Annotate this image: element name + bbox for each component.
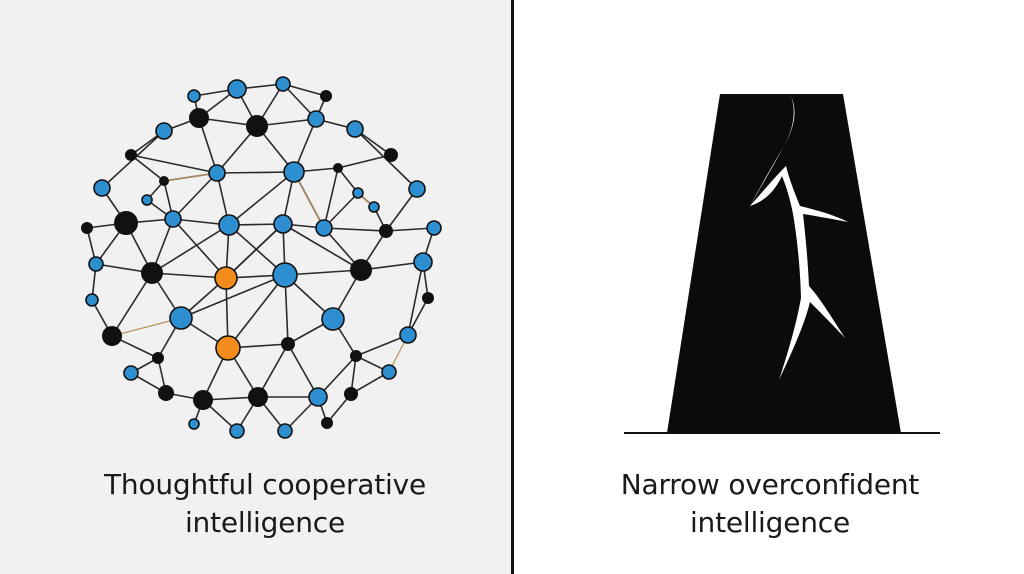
- cooperative-network-diagram: [81, 76, 442, 439]
- network-node: [315, 219, 333, 237]
- network-node: [158, 385, 174, 401]
- network-edge: [355, 334, 409, 357]
- network-node: [159, 176, 169, 186]
- network-node-highlight: [214, 266, 238, 290]
- overconfident-caption: Narrow overconfident intelligence: [560, 466, 980, 542]
- network-node: [352, 187, 364, 199]
- monolith-shape: [667, 94, 901, 433]
- network-node: [426, 220, 442, 236]
- network-node: [408, 180, 426, 198]
- overconfident-caption-line2: intelligence: [689, 506, 851, 539]
- network-edge: [130, 154, 165, 182]
- monolith-crack: [750, 96, 848, 380]
- network-edge-accent: [163, 172, 218, 182]
- network-node: [208, 164, 226, 182]
- network-node: [307, 110, 325, 128]
- network-nodes: [81, 76, 442, 439]
- network-node: [350, 350, 362, 362]
- network-node: [321, 307, 345, 331]
- network-node: [344, 387, 358, 401]
- network-node: [155, 122, 173, 140]
- network-node: [193, 390, 213, 410]
- network-node: [350, 259, 372, 281]
- network-node: [273, 214, 293, 234]
- network-node: [381, 364, 397, 380]
- network-node: [141, 194, 153, 206]
- network-node: [125, 149, 137, 161]
- overconfident-panel: Narrow overconfident intelligence: [514, 0, 1024, 574]
- network-node: [283, 161, 305, 183]
- network-node: [102, 326, 122, 346]
- network-edge: [337, 154, 392, 169]
- network-edge: [172, 218, 227, 279]
- cooperative-caption-line1: Thoughtful cooperative: [104, 468, 426, 501]
- network-node: [368, 201, 380, 213]
- network-edge: [216, 171, 295, 174]
- network-node: [85, 293, 99, 307]
- network-edge: [407, 261, 424, 336]
- network-node: [88, 256, 104, 272]
- network-edge-accent: [111, 317, 182, 337]
- network-node: [379, 224, 393, 238]
- network-node: [152, 352, 164, 364]
- network-node: [281, 337, 295, 351]
- network-node: [272, 262, 298, 288]
- network-node: [346, 120, 364, 138]
- network-node: [413, 252, 433, 272]
- network-node: [114, 211, 138, 235]
- network-node: [248, 387, 268, 407]
- network-node: [246, 115, 268, 137]
- network-edge: [287, 343, 319, 398]
- network-node: [275, 76, 291, 92]
- network-node: [308, 387, 328, 407]
- overconfident-caption-line1: Narrow overconfident: [620, 468, 920, 501]
- network-node: [277, 423, 293, 439]
- network-edge: [151, 224, 230, 274]
- network-node: [188, 418, 200, 430]
- network-node: [218, 214, 240, 236]
- network-edge: [227, 274, 286, 349]
- network-edge: [228, 171, 295, 226]
- network-edge: [111, 272, 153, 337]
- network-node: [399, 326, 417, 344]
- network-node: [333, 163, 343, 173]
- cracked-monolith: [624, 94, 940, 434]
- network-node: [164, 210, 182, 228]
- network-node: [169, 306, 193, 330]
- network-edge: [130, 154, 218, 174]
- cooperative-panel: Thoughtful cooperative intelligence: [0, 0, 511, 574]
- network-edge: [257, 343, 289, 398]
- network-edge: [385, 227, 435, 232]
- network-node: [321, 417, 333, 429]
- network-node: [227, 79, 247, 99]
- panel-divider: [511, 0, 514, 574]
- network-edge: [151, 272, 227, 279]
- network-node: [141, 262, 163, 284]
- network-node: [81, 222, 93, 234]
- network-edge: [323, 227, 387, 232]
- network-node: [320, 90, 332, 102]
- network-node: [93, 179, 111, 197]
- network-node: [229, 423, 245, 439]
- network-node: [422, 292, 434, 304]
- network-node: [384, 148, 398, 162]
- network-edge: [282, 223, 362, 271]
- network-edge: [323, 167, 339, 229]
- network-edge: [225, 223, 284, 279]
- network-node: [189, 108, 209, 128]
- network-node-highlight: [215, 335, 241, 361]
- network-node: [187, 89, 201, 103]
- network-edge: [180, 274, 286, 319]
- network-edge: [172, 172, 218, 220]
- network-node: [123, 365, 139, 381]
- cooperative-caption-line2: intelligence: [184, 506, 346, 539]
- cooperative-caption: Thoughtful cooperative intelligence: [55, 466, 475, 542]
